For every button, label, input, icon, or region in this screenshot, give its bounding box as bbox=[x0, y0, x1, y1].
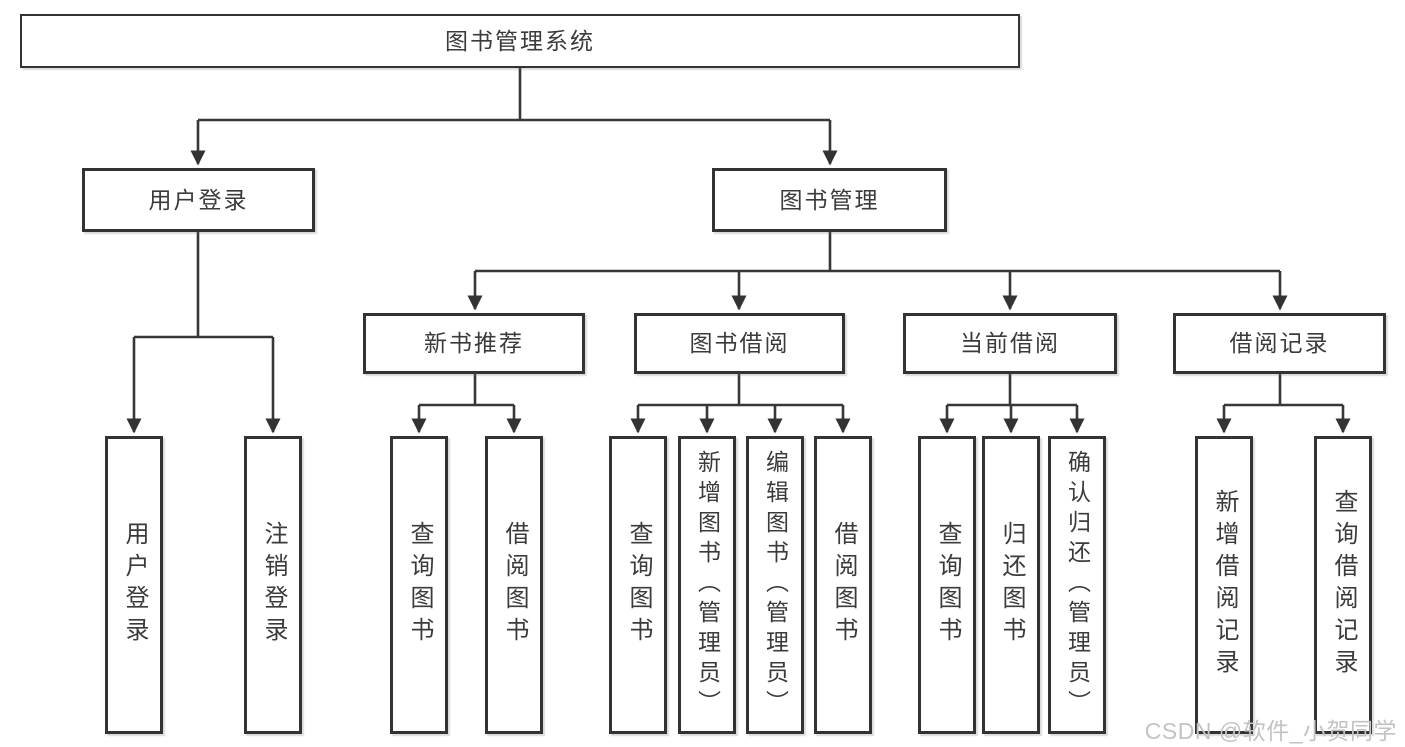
node-current-borrowing: 当前借阅 bbox=[903, 313, 1117, 374]
node-current-borrowing-label: 当前借阅 bbox=[960, 330, 1060, 356]
leaf-cb-return-books-label: 归还图书 bbox=[998, 521, 1025, 649]
node-book-borrowing: 图书借阅 bbox=[634, 313, 845, 374]
leaf-bb-add-books: 新增图书（管理员） bbox=[678, 436, 736, 734]
node-library-system: 图书管理系统 bbox=[20, 14, 1020, 68]
leaf-br-query-record-label: 查询借阅记录 bbox=[1330, 489, 1357, 681]
leaf-nb-borrow-books-label: 借阅图书 bbox=[501, 521, 528, 649]
connector-book-borrowing bbox=[630, 374, 851, 434]
node-user-login: 用户登录 bbox=[82, 168, 315, 232]
leaf-bb-edit-books-label: 编辑图书（管理员） bbox=[762, 450, 789, 720]
node-borrowing-records-label: 借阅记录 bbox=[1229, 330, 1330, 356]
leaf-bb-borrow-books-label: 借阅图书 bbox=[830, 521, 857, 649]
csdn-watermark: CSDN @软件_小贺同学 bbox=[1144, 718, 1397, 744]
connector-root bbox=[190, 68, 838, 166]
leaf-br-add-record: 新增借阅记录 bbox=[1195, 436, 1253, 734]
leaf-nb-query-books: 查询图书 bbox=[390, 436, 448, 734]
node-library-system-label: 图书管理系统 bbox=[445, 27, 595, 54]
leaf-bb-query-books: 查询图书 bbox=[609, 436, 667, 734]
leaf-cb-query-books: 查询图书 bbox=[918, 436, 976, 734]
leaf-bb-edit-books: 编辑图书（管理员） bbox=[746, 436, 804, 734]
leaf-logout-label: 注销登录 bbox=[260, 521, 287, 649]
leaf-bb-borrow-books: 借阅图书 bbox=[814, 436, 872, 734]
leaf-nb-borrow-books: 借阅图书 bbox=[485, 436, 543, 734]
connector-book-management bbox=[467, 232, 1288, 311]
node-book-management-label: 图书管理 bbox=[779, 186, 880, 213]
leaf-nb-query-books-label: 查询图书 bbox=[406, 521, 433, 649]
connector-user-login bbox=[126, 232, 281, 434]
connector-borrowing-records bbox=[1216, 374, 1351, 434]
leaf-logout: 注销登录 bbox=[244, 436, 302, 734]
connector-current-borrowing bbox=[939, 374, 1085, 434]
leaf-bb-add-books-label: 新增图书（管理员） bbox=[694, 450, 721, 720]
node-borrowing-records: 借阅记录 bbox=[1173, 313, 1386, 374]
leaf-user-login: 用户登录 bbox=[105, 436, 163, 734]
node-book-borrowing-label: 图书借阅 bbox=[689, 330, 790, 356]
node-user-login-label: 用户登录 bbox=[148, 186, 249, 213]
leaf-bb-query-books-label: 查询图书 bbox=[625, 521, 652, 649]
leaf-cb-confirm-return: 确认归还（管理员） bbox=[1048, 436, 1106, 734]
node-book-management: 图书管理 bbox=[712, 168, 947, 232]
node-new-book-recommend: 新书推荐 bbox=[363, 313, 585, 374]
leaf-cb-query-books-label: 查询图书 bbox=[934, 521, 961, 649]
leaf-cb-confirm-return-label: 确认归还（管理员） bbox=[1064, 450, 1091, 720]
leaf-br-query-record: 查询借阅记录 bbox=[1314, 436, 1372, 734]
leaf-cb-return-books: 归还图书 bbox=[982, 436, 1040, 734]
leaf-br-add-record-label: 新增借阅记录 bbox=[1211, 489, 1238, 681]
leaf-user-login-label: 用户登录 bbox=[121, 521, 148, 649]
connector-new-book-recommend bbox=[411, 374, 522, 434]
node-new-book-recommend-label: 新书推荐 bbox=[424, 330, 524, 356]
